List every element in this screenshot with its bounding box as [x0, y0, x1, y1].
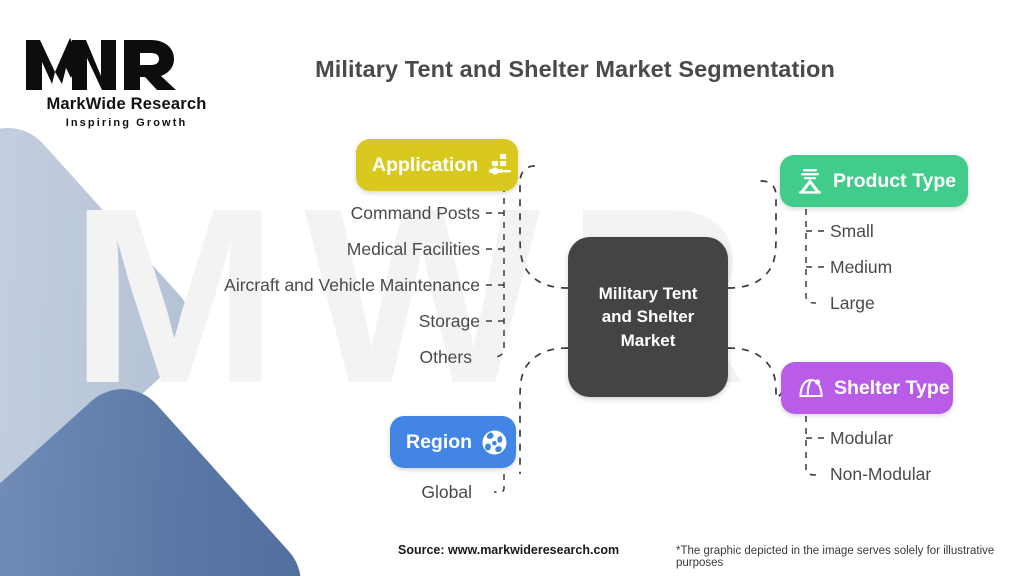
- category-product-type-label: Product Type: [833, 169, 957, 192]
- leaf-product-type-3: Large: [830, 293, 875, 313]
- leaf-application-3: Aircraft and Vehicle Maintenance: [224, 275, 480, 295]
- category-shelter-type[interactable]: Shelter Type: [781, 362, 953, 414]
- leaf-shelter-type-1: Modular: [830, 428, 894, 448]
- globe-icon: [482, 430, 507, 454]
- center-node-label: Military Tent and Shelter Market: [599, 282, 698, 352]
- source-text: Source: www.markwideresearch.com: [398, 543, 620, 557]
- category-shelter-type-label: Shelter Type: [834, 376, 950, 399]
- brand-tagline: Inspiring Growth: [65, 117, 188, 129]
- leaf-application-1: Command Posts: [350, 203, 480, 223]
- leaf-application-4: Storage: [418, 311, 480, 331]
- leaf-product-type-2: Medium: [830, 257, 893, 277]
- spine-region: [493, 474, 505, 493]
- tent-icon: [799, 169, 821, 194]
- sitemap-icon: [489, 154, 512, 175]
- category-region[interactable]: Region: [390, 416, 516, 468]
- category-region-label: Region: [406, 430, 473, 453]
- page-title: Military Tent and Shelter Market Segment…: [315, 56, 835, 82]
- center-node: Military Tent and Shelter Market: [568, 237, 728, 397]
- spine-shelter: [805, 416, 817, 476]
- mwr-logo-icon: [26, 38, 176, 90]
- dome-shelter-icon: [799, 378, 823, 398]
- category-application-label: Application: [372, 153, 479, 176]
- brand-name: MarkWide Research: [46, 95, 207, 113]
- leaf-region-1: Global: [421, 482, 472, 502]
- leaf-product-type-1: Small: [830, 221, 874, 241]
- category-product-type[interactable]: Product Type: [780, 155, 968, 207]
- leaf-application-5: Others: [419, 347, 472, 367]
- category-application[interactable]: Application: [356, 139, 518, 191]
- brand-logo: MarkWide Research Inspiring Growth: [24, 32, 229, 129]
- disclaimer-text: *The graphic depicted in the image serve…: [676, 545, 995, 569]
- center-node-line-3: Market: [620, 330, 676, 350]
- center-node-line-2: and Shelter: [601, 307, 695, 327]
- center-node-line-1: Military Tent: [598, 283, 698, 303]
- leaf-application-2: Medical Facilities: [346, 239, 480, 259]
- leaf-shelter-type-2: Non-Modular: [830, 464, 932, 484]
